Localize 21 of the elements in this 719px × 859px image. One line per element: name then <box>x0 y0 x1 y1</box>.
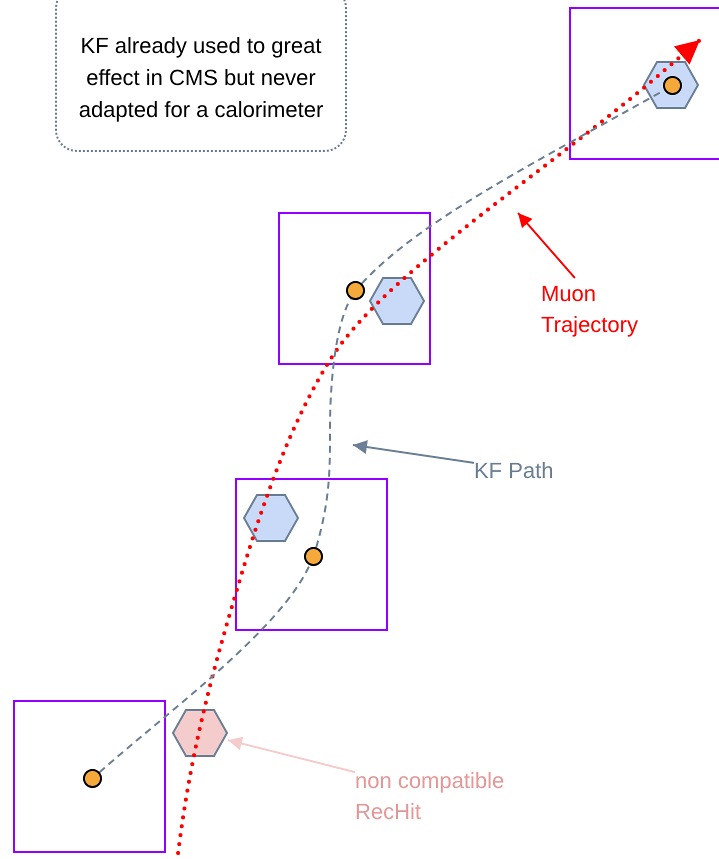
detector-cell-frame <box>278 212 431 365</box>
kf-path-line <box>315 298 352 548</box>
rechit-hexagon <box>172 709 228 757</box>
detector-cell-frame <box>569 7 719 160</box>
fit-point-dot <box>304 547 323 566</box>
leader-arrow <box>517 212 576 279</box>
fit-point-dot <box>346 281 365 300</box>
leader-arrow <box>228 736 356 774</box>
annotation-label: KF Path <box>474 455 584 487</box>
annotation-label: non compatible RecHit <box>355 765 545 827</box>
note-box <box>55 0 347 152</box>
note-text: KF already used to great effect in CMS but never adapted for a calorimeter <box>78 32 324 124</box>
leader-arrow <box>352 440 474 464</box>
rechit-hexagon <box>243 494 299 542</box>
rechit-hexagon <box>369 277 425 325</box>
detector-cell-frame <box>13 700 166 853</box>
annotation-label: Muon Trajectory <box>541 278 663 340</box>
fit-point-dot <box>83 769 102 788</box>
kf-path-line <box>98 564 310 773</box>
rechit-hexagon <box>643 61 699 109</box>
detector-cell-frame <box>235 478 388 631</box>
